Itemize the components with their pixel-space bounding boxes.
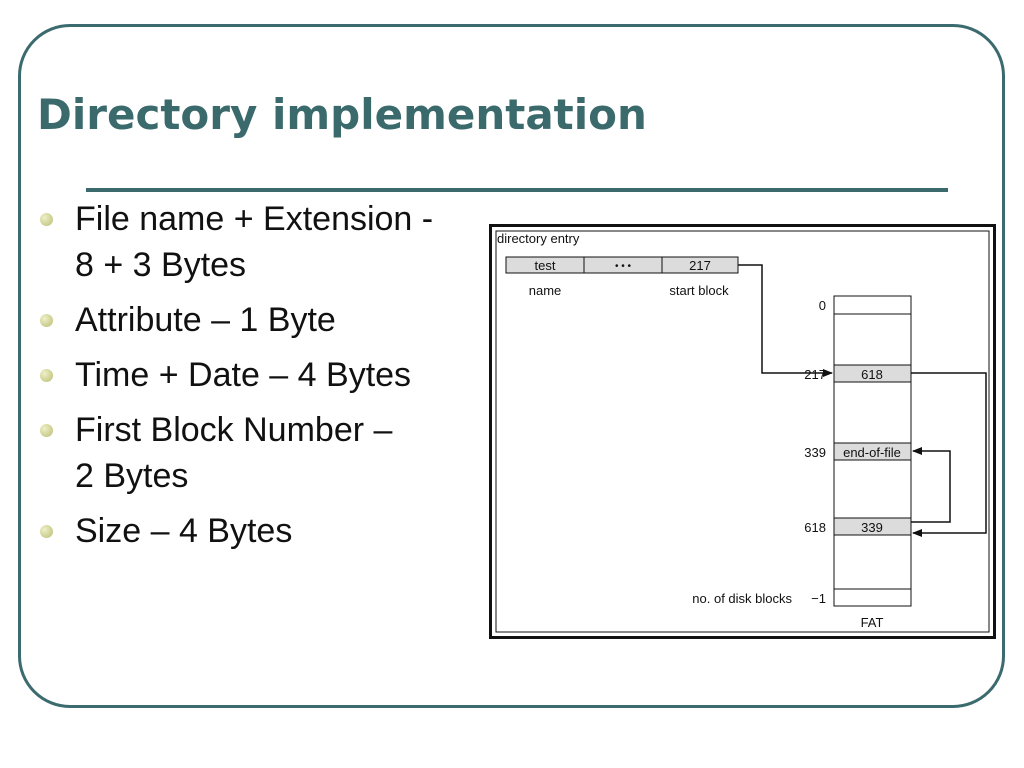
fat-row-618-cell (833, 517, 912, 536)
fat-disk-blocks-label: no. of disk blocks (692, 591, 792, 606)
bullet-text-cont: 8 + 3 Bytes (75, 246, 247, 284)
bullet-text: First Block Number – (75, 411, 393, 449)
bullet-item-size: Size – 4 Bytes (38, 508, 488, 554)
title-underline (86, 188, 948, 192)
fat-row-0-index: 0 (819, 298, 826, 313)
entry-name-label: name (529, 283, 562, 298)
slide-title: Directory implementation (37, 90, 647, 139)
fat-row-last-index: −1 (811, 591, 826, 606)
bullet-text: File name + Extension - (75, 200, 434, 238)
fat-row-217-index: 217 (804, 367, 826, 382)
fat-label: FAT (861, 615, 884, 630)
bullet-text-cont: 2 Bytes (75, 457, 189, 495)
arrow-217-to-618 (911, 372, 987, 537)
entry-ellipsis: • • • (615, 261, 632, 272)
figure-caption: directory entry (497, 231, 580, 246)
fat-row-217-value: 618 (861, 367, 883, 382)
fat-row-last-cell (833, 588, 912, 607)
bullet-dot-icon (40, 525, 53, 538)
bullet-item-first-block: First Block Number – 2 Bytes (38, 407, 488, 499)
arrow-618-to-339 (911, 447, 951, 523)
bullet-dot-icon (40, 369, 53, 382)
entry-start-block-value: 217 (689, 258, 711, 273)
arrow-start-to-217 (738, 264, 833, 377)
bullet-text: Attribute – 1 Byte (75, 301, 336, 339)
figure-outer-border (489, 224, 996, 639)
bullet-dot-icon (40, 424, 53, 437)
fat-table: 0 217 618 339 end-of-file 618 339 −1 no.… (692, 295, 912, 630)
fat-diagram: directory entry test • • • 217 name star… (489, 224, 996, 639)
bullet-dot-icon (40, 213, 53, 226)
bullet-list: File name + Extension - 8 + 3 Bytes Attr… (38, 196, 488, 563)
fat-row-339-cell (833, 442, 912, 461)
bullet-dot-icon (40, 314, 53, 327)
fat-row-0-cell (833, 295, 912, 315)
bullet-text: Size – 4 Bytes (75, 512, 293, 550)
bullet-item-attribute: Attribute – 1 Byte (38, 297, 488, 343)
fat-row-339-value: end-of-file (843, 445, 901, 460)
fat-row-339-index: 339 (804, 445, 826, 460)
bullet-item-filename: File name + Extension - 8 + 3 Bytes (38, 196, 488, 288)
fat-row-618-index: 618 (804, 520, 826, 535)
fat-row-618-value: 339 (861, 520, 883, 535)
bullet-item-time-date: Time + Date – 4 Bytes (38, 352, 488, 398)
entry-name-value: test (535, 258, 556, 273)
bullet-text: Time + Date – 4 Bytes (75, 356, 412, 394)
entry-start-block-label: start block (669, 283, 729, 298)
figure-inner-border (495, 230, 990, 633)
